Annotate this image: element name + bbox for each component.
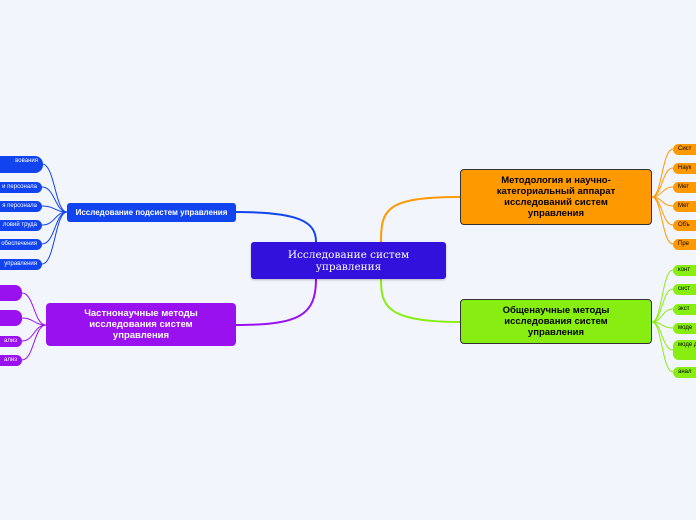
specific-methods-topic-label: Частнонаучные методы исследования систем… [84, 308, 198, 341]
general-methods-subtopic[interactable]: моде деят [673, 340, 696, 360]
general-methods-topic-label: Общенаучные методы исследования систем у… [502, 305, 610, 338]
subsystems-subtopic[interactable]: я персонала [0, 201, 42, 212]
link-central-methodology [380, 196, 461, 243]
specific-methods-subtopic[interactable] [0, 310, 22, 326]
methodology-topic[interactable]: Методология и научно-категориальный аппа… [460, 169, 652, 225]
general-leaf-links [651, 269, 674, 373]
specific-methods-topic[interactable]: Частнонаучные методы исследования систем… [46, 303, 236, 346]
link-central-general [380, 278, 461, 323]
specific-methods-subtopic[interactable]: ализ [0, 355, 22, 366]
specific-methods-subtopic[interactable] [0, 285, 22, 301]
methodology-subtopic[interactable]: Мет [673, 201, 696, 212]
methodology-subtopic[interactable]: Мет [673, 182, 696, 193]
central-topic-label: Исследование систем управления [287, 248, 410, 273]
methodology-leaf-links [651, 148, 674, 245]
subsystems-subtopic[interactable]: и персонала [0, 182, 42, 193]
central-topic[interactable]: Исследование систем управления [251, 242, 446, 279]
methodology-subtopic[interactable]: Пре [673, 239, 696, 250]
general-methods-subtopic[interactable]: конт [673, 265, 696, 276]
specific-leaf-links [21, 292, 47, 361]
general-methods-subtopic[interactable]: моде [673, 323, 696, 334]
link-central-subsystems [235, 211, 317, 243]
subsystems-subtopic[interactable]: обеспечения [0, 239, 42, 250]
methodology-subtopic[interactable]: Сист [673, 144, 696, 155]
subsystems-leaf-links [41, 163, 68, 265]
subsystems-subtopic[interactable]: вования [0, 156, 43, 173]
general-methods-subtopic[interactable]: анал [673, 367, 696, 378]
subsystems-topic[interactable]: Исследование подсистем управления [67, 203, 236, 222]
general-methods-subtopic[interactable]: экст [673, 304, 696, 315]
methodology-subtopic[interactable]: Наук [673, 163, 696, 174]
general-methods-subtopic[interactable]: сист [673, 284, 696, 295]
subsystems-topic-label: Исследование подсистем управления [75, 208, 228, 217]
link-central-specific [235, 278, 317, 326]
subsystems-subtopic[interactable]: управления [0, 259, 42, 270]
methodology-topic-label: Методология и научно-категориальный аппа… [496, 175, 616, 219]
specific-methods-subtopic[interactable]: ализ [0, 336, 22, 347]
general-methods-topic[interactable]: Общенаучные методы исследования систем у… [460, 299, 652, 344]
subsystems-subtopic[interactable]: ловий труда [0, 220, 42, 231]
methodology-subtopic[interactable]: Объ [673, 220, 696, 231]
